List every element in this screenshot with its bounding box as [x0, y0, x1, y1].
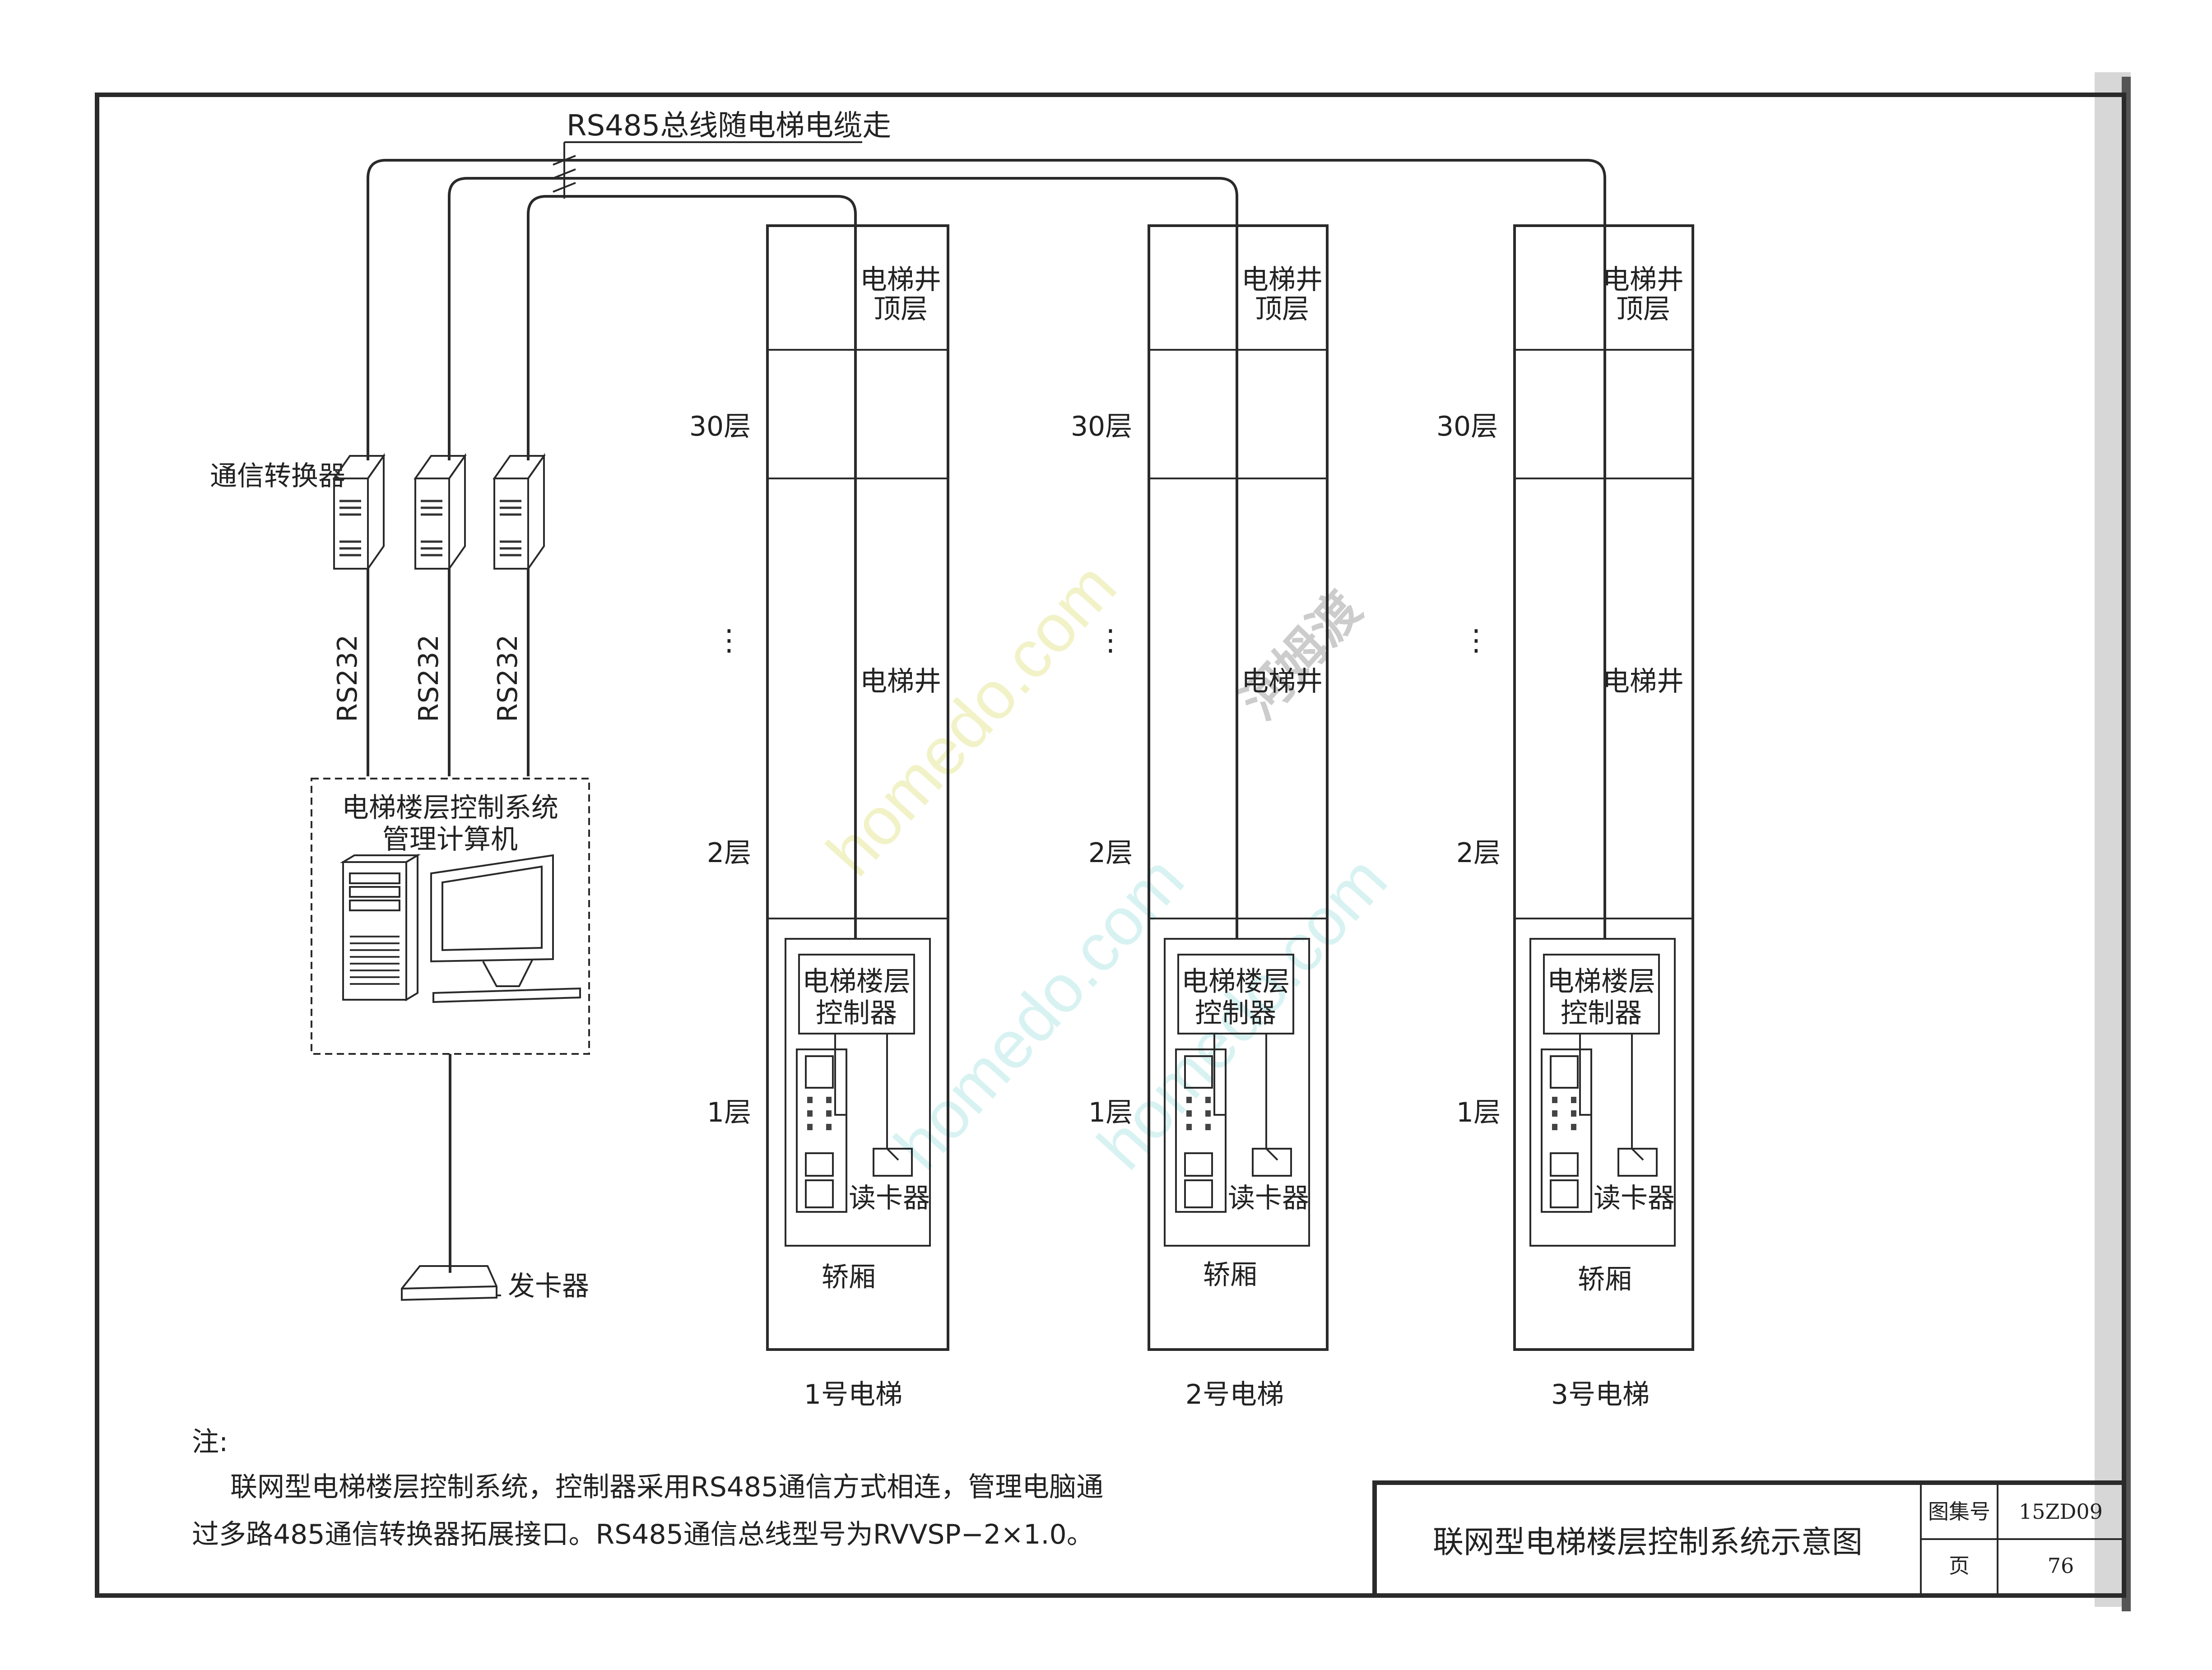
controller-label-1: 电梯楼层	[1547, 966, 1655, 997]
car-box	[1529, 938, 1676, 1247]
note-line-1: 联网型电梯楼层控制系统，控制器采用RS485通信方式相连，管理电脑通	[230, 1471, 1103, 1503]
management-computer: 电梯楼层控制系统 管理计算机	[311, 778, 590, 1055]
car-label: 轿厢	[1203, 1259, 1257, 1291]
bus-cable-3	[367, 159, 1606, 939]
floor-label-2: 2层	[1456, 837, 1501, 869]
pc-tower-icon	[339, 854, 421, 1002]
card-reader-icon	[873, 1148, 913, 1177]
elevator-name: 1号电梯	[804, 1379, 902, 1410]
car-label: 轿厢	[1578, 1264, 1632, 1295]
card-issuer-label: 发卡器	[508, 1271, 589, 1302]
floor-label-2: 2层	[707, 837, 751, 869]
elevator-2: 电梯井 顶层 30层 ⋮ 电梯井 2层 1层 电梯楼层 控制器 读卡器 轿	[1071, 224, 1329, 1410]
floor-ellipsis: ⋮	[715, 624, 744, 657]
title-block: 联网型电梯楼层控制系统示意图 图集号 15ZD09 页 76	[1372, 1480, 2126, 1598]
car-label: 轿厢	[822, 1262, 876, 1293]
converters: 通信转换器	[210, 453, 546, 572]
converter-label: 通信转换器	[210, 460, 345, 492]
card-issuer-icon	[401, 1265, 497, 1301]
controller-label-1: 电梯楼层	[802, 966, 911, 997]
shaft-outline	[1513, 224, 1694, 1351]
monitor-icon	[430, 854, 581, 1003]
shaft-outline	[766, 224, 949, 1351]
controller-label-2: 控制器	[816, 997, 897, 1029]
watermark-text: 河姆渡	[1230, 581, 1372, 730]
car-panel-icon	[1175, 1048, 1227, 1213]
bus-cable-2	[448, 177, 1238, 939]
car-panel-icon	[1541, 1048, 1592, 1213]
bus-label: RS485总线随电梯电缆走	[567, 109, 891, 143]
shaft-top-label-1: 电梯井	[1241, 264, 1323, 296]
computer-box	[311, 778, 590, 1055]
shaft-label: 电梯井	[860, 666, 941, 697]
floor-label-top: 30层	[689, 411, 751, 442]
floor-label-1: 1层	[1088, 1097, 1133, 1128]
card-reader-label: 读卡器	[1228, 1183, 1309, 1214]
shaft-top-label-2: 顶层	[1255, 293, 1309, 325]
computer-title-line2: 管理计算机	[382, 824, 518, 855]
controller-label-2: 控制器	[1561, 997, 1642, 1029]
rs232-label: RS232	[413, 635, 445, 722]
card-reader-icon	[1617, 1148, 1658, 1177]
shaft-top-label-2: 顶层	[1616, 293, 1670, 325]
shaft-top-label-1: 电梯井	[860, 264, 941, 296]
card-reader-icon	[1252, 1148, 1292, 1177]
shaft-label: 电梯井	[1241, 666, 1323, 697]
floor-ellipsis: ⋮	[1096, 624, 1125, 657]
notes: 注: 联网型电梯楼层控制系统，控制器采用RS485通信方式相连，管理电脑通 过多…	[192, 1426, 1103, 1550]
floor-label-2: 2层	[1088, 837, 1133, 869]
elevator-1: 电梯井 顶层 30层 ⋮ 电梯井 2层 1层 电梯楼层 控制器 读卡器 轿	[689, 224, 949, 1410]
note-line-2: 过多路485通信转换器拓展接口。RS485通信总线型号为RVVSP−2×1.0。	[192, 1519, 1094, 1550]
card-reader-label: 读卡器	[849, 1183, 930, 1214]
shaft-outline	[1148, 224, 1329, 1351]
watermark-text: homedo.com	[812, 548, 1130, 890]
car-box	[785, 938, 931, 1247]
note-heading: 注:	[192, 1426, 228, 1458]
elevator-3: 电梯井 顶层 30层 ⋮ 电梯井 2层 1层 电梯楼层 控制器 读卡器 轿	[1436, 224, 1694, 1410]
shaft-top-label-2: 顶层	[874, 293, 928, 325]
floor-ellipsis: ⋮	[1462, 624, 1491, 657]
converter-3	[493, 453, 546, 572]
drawing-frame	[95, 93, 2126, 1598]
computer-title-line1: 电梯楼层控制系统	[342, 792, 558, 824]
drawing-title: 联网型电梯楼层控制系统示意图	[1433, 1525, 1863, 1560]
page-number: 76	[2048, 1554, 2074, 1578]
elevator-name: 3号电梯	[1551, 1379, 1650, 1410]
page-label: 页	[1949, 1554, 1970, 1578]
controller-box	[1543, 954, 1660, 1034]
converter-1	[332, 453, 386, 572]
controller-box	[798, 954, 915, 1034]
elevator-name: 2号电梯	[1185, 1379, 1284, 1410]
atlas-number: 15ZD09	[2019, 1499, 2103, 1524]
floor-label-1: 1层	[707, 1097, 751, 1128]
car-box	[1164, 938, 1310, 1247]
rs232-label: RS232	[332, 635, 363, 722]
rs232-links: RS232 RS232 RS232	[332, 569, 530, 776]
floor-label-top: 30层	[1071, 411, 1132, 442]
shaft-top-label-1: 电梯井	[1603, 264, 1684, 296]
floor-label-1: 1层	[1456, 1097, 1501, 1128]
floor-label-top: 30层	[1436, 411, 1498, 442]
atlas-label: 图集号	[1928, 1499, 1990, 1524]
rs232-label: RS232	[492, 635, 524, 722]
car-panel-icon	[796, 1048, 847, 1213]
converter-2	[414, 453, 467, 572]
bus-cable-1	[527, 195, 857, 939]
controller-box	[1177, 954, 1294, 1034]
shaft-label: 电梯井	[1603, 666, 1684, 697]
controller-label-2: 控制器	[1195, 997, 1276, 1029]
controller-label-1: 电梯楼层	[1181, 966, 1290, 997]
card-reader-label: 读卡器	[1594, 1183, 1675, 1214]
